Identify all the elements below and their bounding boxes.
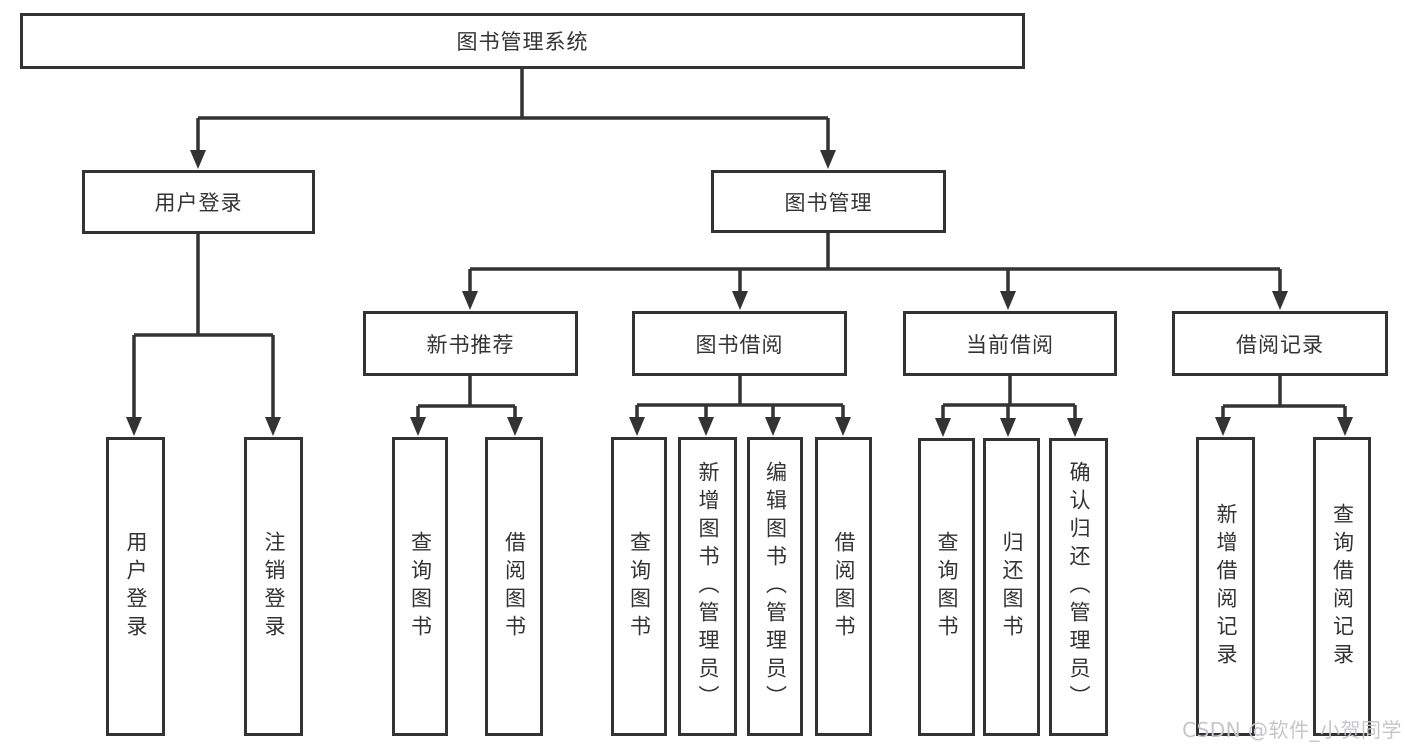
leaf-query-borrow-record: 查询借阅记录 — [1313, 437, 1371, 736]
leaf-borrow-books-recommend: 借阅图书 — [485, 437, 543, 736]
leaf-query-books-recommend: 查询图书 — [392, 437, 448, 736]
leaf-edit-book-admin: 编辑图书（管理员） — [747, 437, 803, 736]
leaf-query-books-borrowing: 查询图书 — [611, 437, 667, 736]
leaf-confirm-return-admin: 确认归还（管理员） — [1049, 438, 1108, 736]
node-book-borrowing: 图书借阅 — [632, 311, 847, 376]
node-new-book-recommendation: 新书推荐 — [363, 311, 578, 376]
tree-lines — [134, 69, 1345, 408]
node-book-management: 图书管理 — [711, 170, 946, 233]
node-borrowing-records: 借阅记录 — [1172, 311, 1388, 376]
leaf-user-login: 用户登录 — [106, 437, 165, 736]
arrowheads — [126, 118, 1353, 437]
leaf-return-books: 归还图书 — [983, 438, 1040, 736]
leaf-query-books-current: 查询图书 — [918, 438, 975, 736]
node-user-login: 用户登录 — [82, 170, 315, 234]
leaf-add-book-admin: 新增图书（管理员） — [678, 437, 737, 736]
watermark: CSDN @软件_小贺同学 — [1182, 718, 1402, 742]
leaf-add-borrow-record: 新增借阅记录 — [1196, 437, 1255, 736]
leaf-borrow-books: 借阅图书 — [815, 437, 872, 736]
leaf-logout: 注销登录 — [244, 437, 303, 736]
node-root: 图书管理系统 — [20, 13, 1025, 69]
node-current-borrowing: 当前借阅 — [903, 311, 1117, 376]
